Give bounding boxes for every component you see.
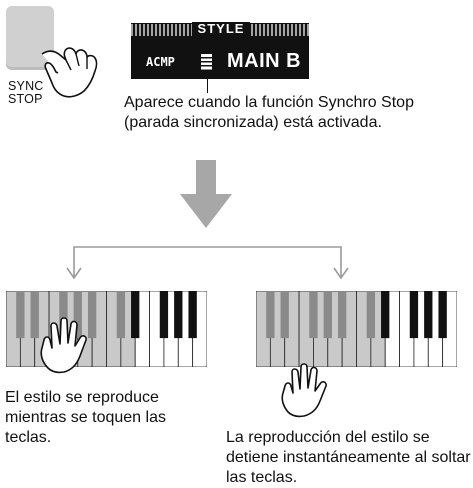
black-key xyxy=(116,291,126,339)
black-key xyxy=(280,291,289,339)
black-key xyxy=(266,291,275,339)
indicator-leader-line xyxy=(207,76,208,93)
pressing-hand-icon xyxy=(41,47,98,98)
black-key xyxy=(323,291,332,339)
black-key xyxy=(30,291,39,339)
branch-connector xyxy=(66,246,349,280)
black-key xyxy=(131,291,140,339)
indicator-caption: Aparece cuando la función Synchro Stop (… xyxy=(124,94,414,131)
sync-stop-label: SYNC STOP xyxy=(8,79,44,106)
lcd-section-text: MAIN B xyxy=(227,50,302,72)
black-key xyxy=(309,291,318,339)
black-key xyxy=(337,291,347,339)
note-right: La reproducción del estilo se detiene in… xyxy=(226,429,471,486)
black-key xyxy=(16,291,25,339)
black-key xyxy=(409,291,419,339)
black-key xyxy=(174,291,183,339)
hand-on-keys-icon xyxy=(40,317,87,374)
sync-stop-button[interactable] xyxy=(6,6,54,70)
note-left: El estilo se reproduce mientras se toque… xyxy=(5,389,166,446)
black-key xyxy=(159,291,169,339)
black-key xyxy=(438,291,447,339)
black-key xyxy=(188,291,197,339)
black-key xyxy=(59,291,68,339)
black-key xyxy=(381,291,390,339)
black-key xyxy=(424,291,433,339)
black-key xyxy=(73,291,82,339)
keyboard-right xyxy=(256,291,457,367)
lifted-hand-icon xyxy=(281,363,327,418)
sync-stop-indicator-icon xyxy=(201,54,212,70)
black-key xyxy=(366,291,376,339)
lcd-style-label: STYLE xyxy=(192,22,250,36)
down-arrow-icon xyxy=(180,160,232,228)
lcd-acmp-label: ACMP xyxy=(146,55,175,69)
black-key xyxy=(87,291,97,339)
